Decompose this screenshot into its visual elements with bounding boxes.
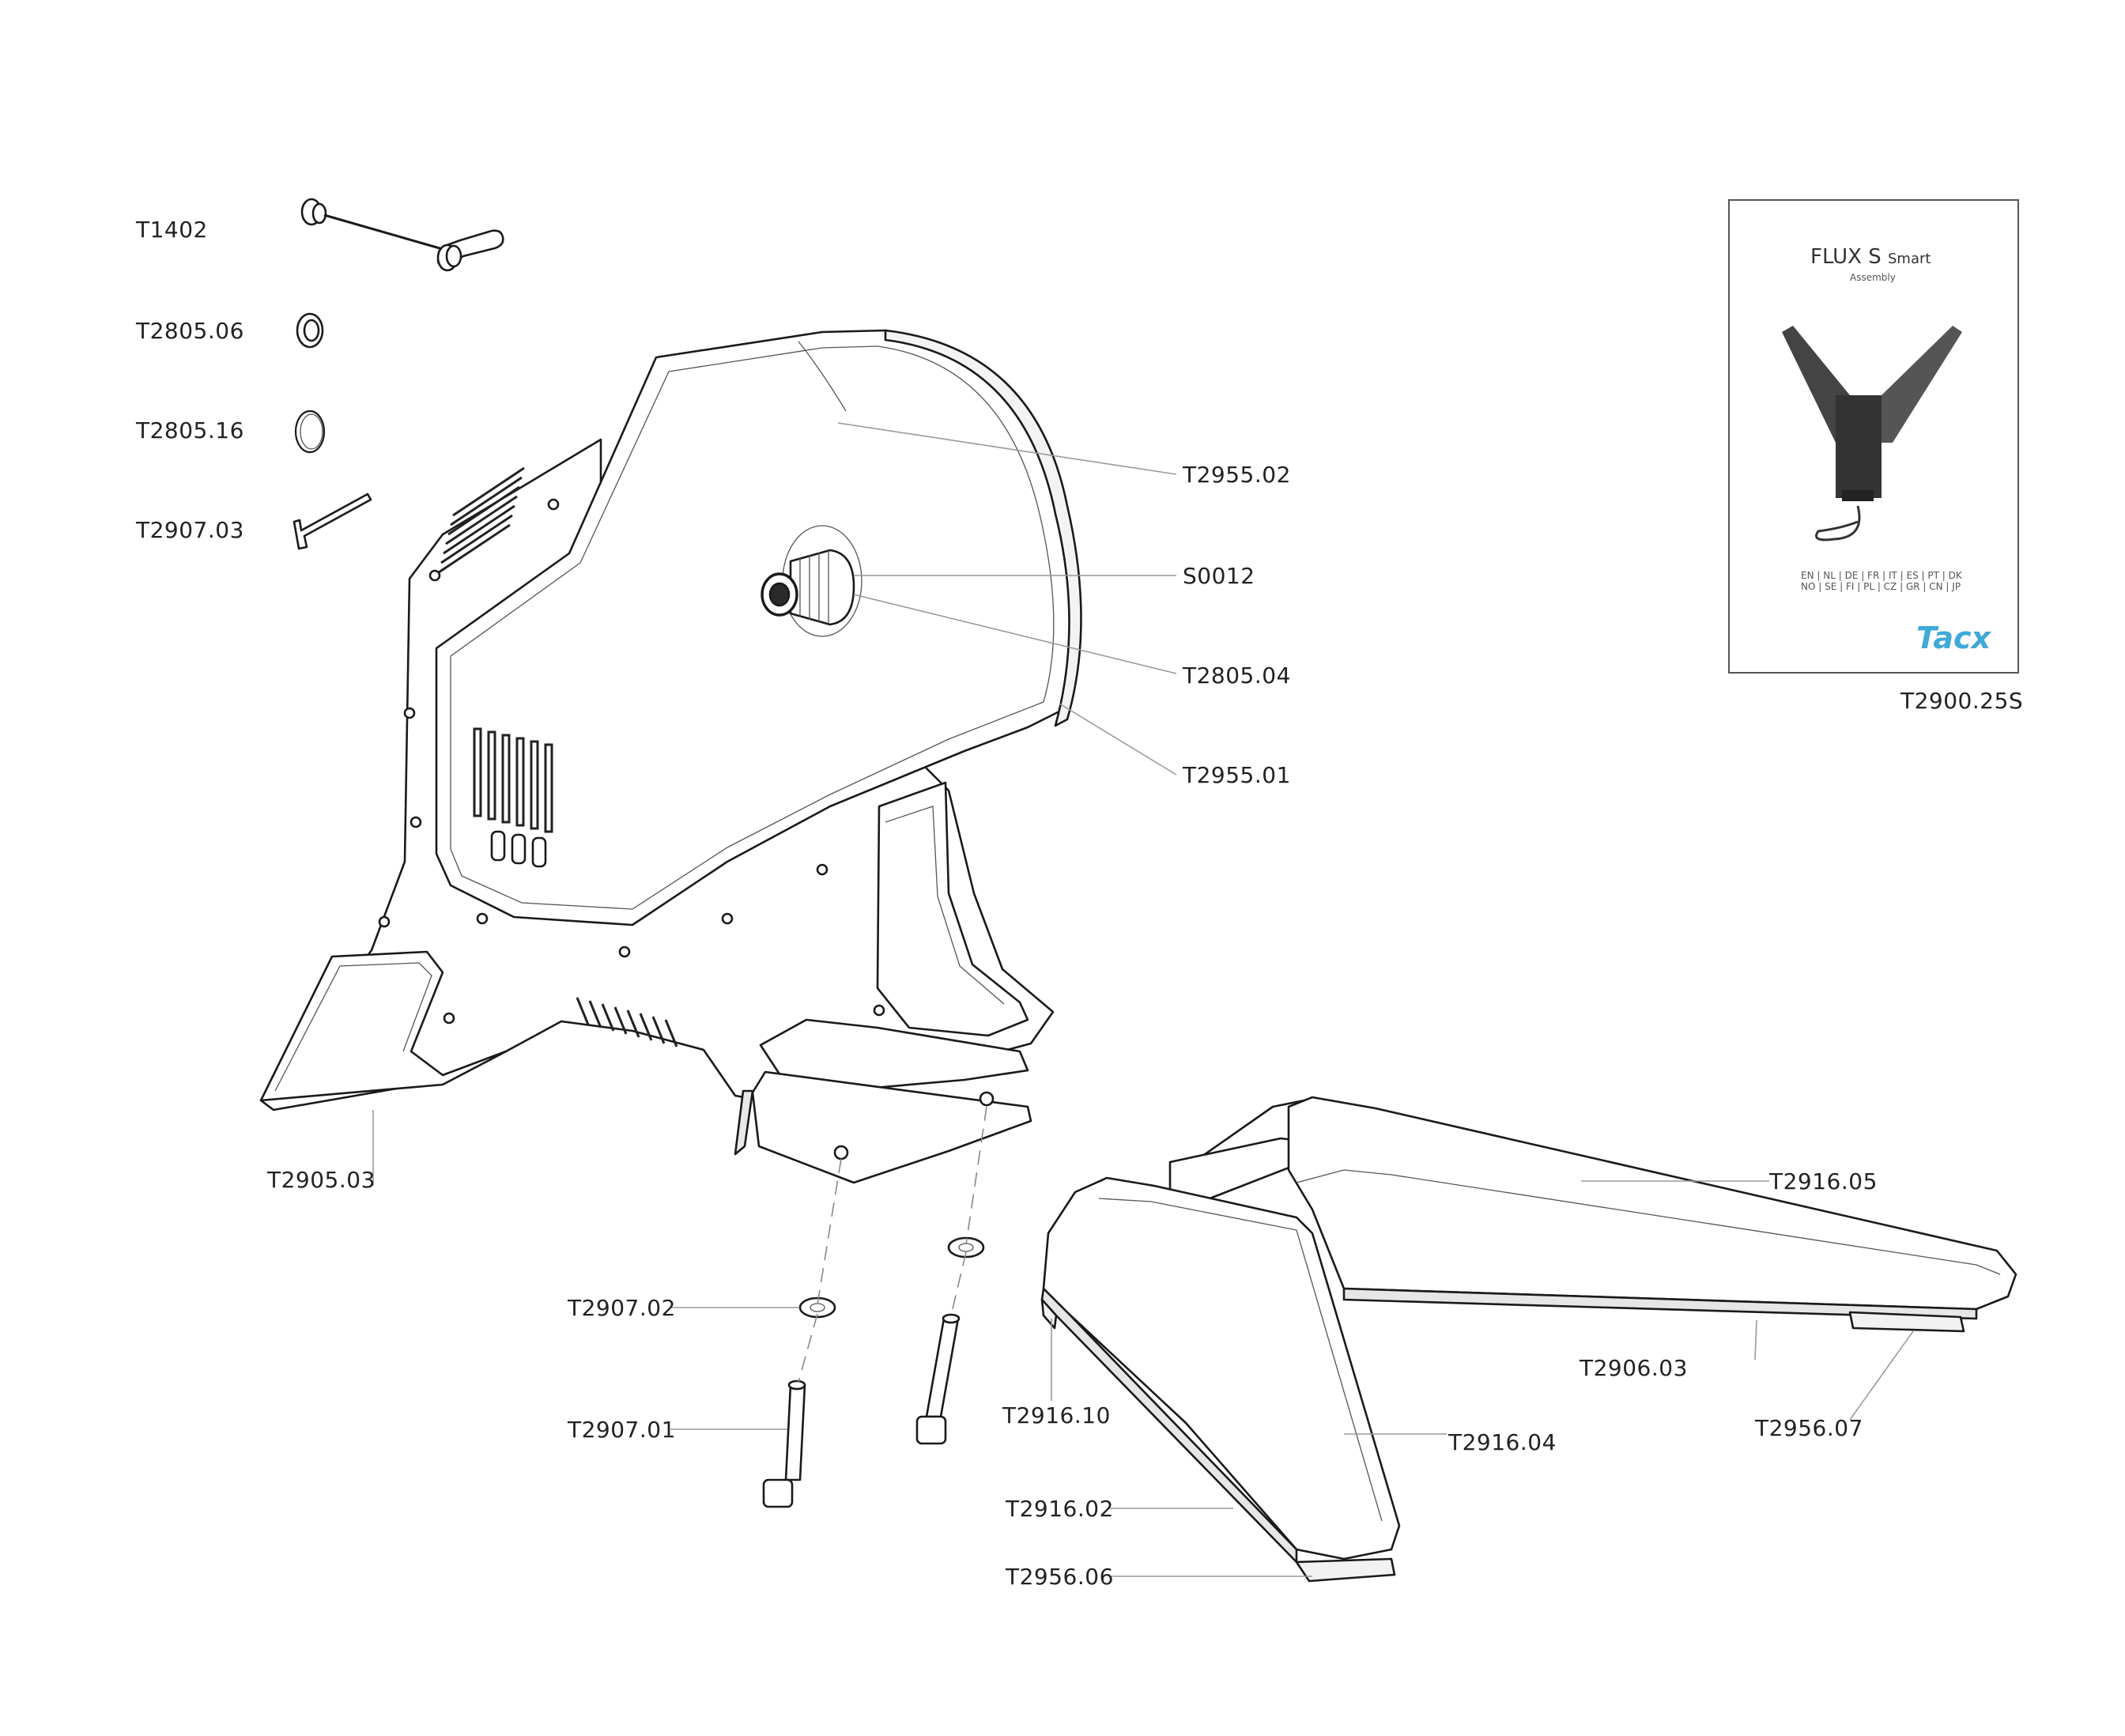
label-t1402: T1402 [135,217,208,243]
label-t2916-02: T2916.02 [1005,1496,1114,1522]
label-t2907-01: T2907.01 [567,1417,676,1443]
manual-languages-row2: NO | SE | FI | PL | CZ | GR | CN | JP [1801,581,1961,592]
manual-cover-illustration [1782,326,1962,542]
manual-subtitle: Assembly [1850,272,1896,283]
label-t2955-02: T2955.02 [1182,462,1291,488]
cassette-body [761,525,862,637]
manual-title: FLUX S [1810,245,1882,269]
stand-legs [1040,1096,2017,1583]
tacx-logo: Tacx [1916,621,1992,655]
quick-release-skewer [300,198,504,272]
label-t2907-02: T2907.02 [567,1295,676,1321]
label-t2905-03: T2905.03 [266,1167,376,1193]
connector-ports [490,830,547,868]
assembly-manual: FLUX S Smart Assembly EN | NL | DE | FR … [1728,199,2019,674]
spacer-ring [296,312,324,349]
label-t2916-04: T2916.04 [1447,1429,1557,1455]
manual-languages-row1: EN | NL | DE | FR | IT | ES | PT | DK [1801,570,1963,581]
side-vent [473,727,553,833]
label-t2916-05: T2916.05 [1768,1168,1878,1194]
label-s0012: S0012 [1183,563,1255,589]
manual-title-suffix: Smart [1888,251,1931,267]
label-t2805-16: T2805.16 [135,417,244,443]
o-ring [294,409,326,454]
bolts [762,1313,961,1508]
part-labels: T1402 T2805.06 T2805.16 T2907.03 T2955.0… [135,217,2023,1590]
label-t2805-04: T2805.04 [1182,662,1291,689]
label-t2900-25s: T2900.25S [1900,688,2023,714]
label-t2906-03: T2906.03 [1579,1355,1688,1381]
label-t2907-03: T2907.03 [135,517,244,543]
label-t2916-10: T2916.10 [1002,1402,1111,1428]
screw-holes [378,498,995,1025]
allen-key [293,492,372,550]
label-t2956-06: T2956.06 [1005,1564,1114,1590]
trainer-body [259,329,1082,1184]
upper-vent [438,466,525,574]
bottom-vent [576,997,678,1047]
label-t2955-01: T2955.01 [1182,762,1291,788]
label-t2805-06: T2805.06 [135,318,244,344]
leader-lines [372,422,1914,1577]
label-t2956-07: T2956.07 [1754,1415,1863,1441]
bolt-guide-lines [798,1106,987,1383]
washers [798,1236,985,1319]
